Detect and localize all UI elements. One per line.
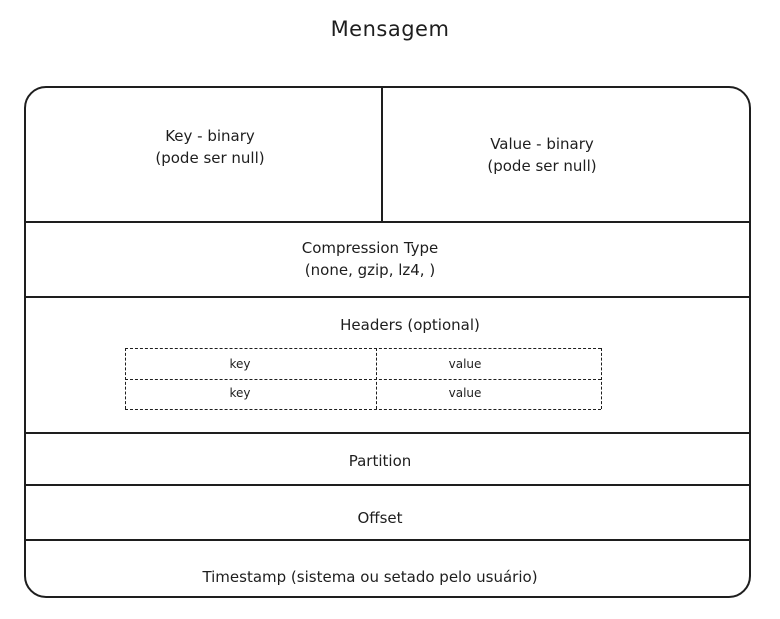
headers-table-bottom-border (125, 409, 601, 410)
timestamp-field-label: Timestamp (sistema ou setado pelo usuári… (202, 568, 538, 586)
headers-table-top-border (125, 348, 601, 349)
divider-partition-bottom (24, 484, 751, 486)
divider-compression-bottom (24, 296, 751, 298)
diagram-title: Mensagem (330, 17, 450, 41)
headers-table-left-border (125, 348, 126, 409)
partition-field-label: Partition (348, 452, 412, 470)
header-row-2-key: key (229, 386, 251, 400)
key-field-name: Key - binary (165, 127, 255, 145)
header-row-1-value: value (448, 357, 482, 371)
compression-field-name: Compression Type (301, 239, 439, 257)
divider-headers-bottom (24, 432, 751, 434)
divider-key-value-bottom (24, 221, 751, 223)
value-field-note: (pode ser null) (487, 157, 597, 175)
divider-offset-bottom (24, 539, 751, 541)
offset-field-label: Offset (357, 509, 403, 527)
header-row-1-key: key (229, 357, 251, 371)
header-row-2-value: value (448, 386, 482, 400)
headers-table-right-border (601, 348, 602, 409)
key-field-note: (pode ser null) (155, 149, 265, 167)
compression-field-label: Compression Type (none, gzip, lz4, ) (240, 237, 500, 281)
headers-field-label: Headers (optional) (340, 316, 480, 334)
key-value-divider (381, 86, 383, 221)
value-field-label: Value - binary (pode ser null) (442, 133, 642, 177)
value-field-name: Value - binary (490, 135, 594, 153)
compression-field-note: (none, gzip, lz4, ) (304, 261, 436, 279)
key-field-label: Key - binary (pode ser null) (110, 125, 310, 169)
headers-table-row-divider (125, 379, 601, 380)
message-structure-box (24, 86, 751, 598)
headers-table-column-divider (376, 348, 377, 409)
